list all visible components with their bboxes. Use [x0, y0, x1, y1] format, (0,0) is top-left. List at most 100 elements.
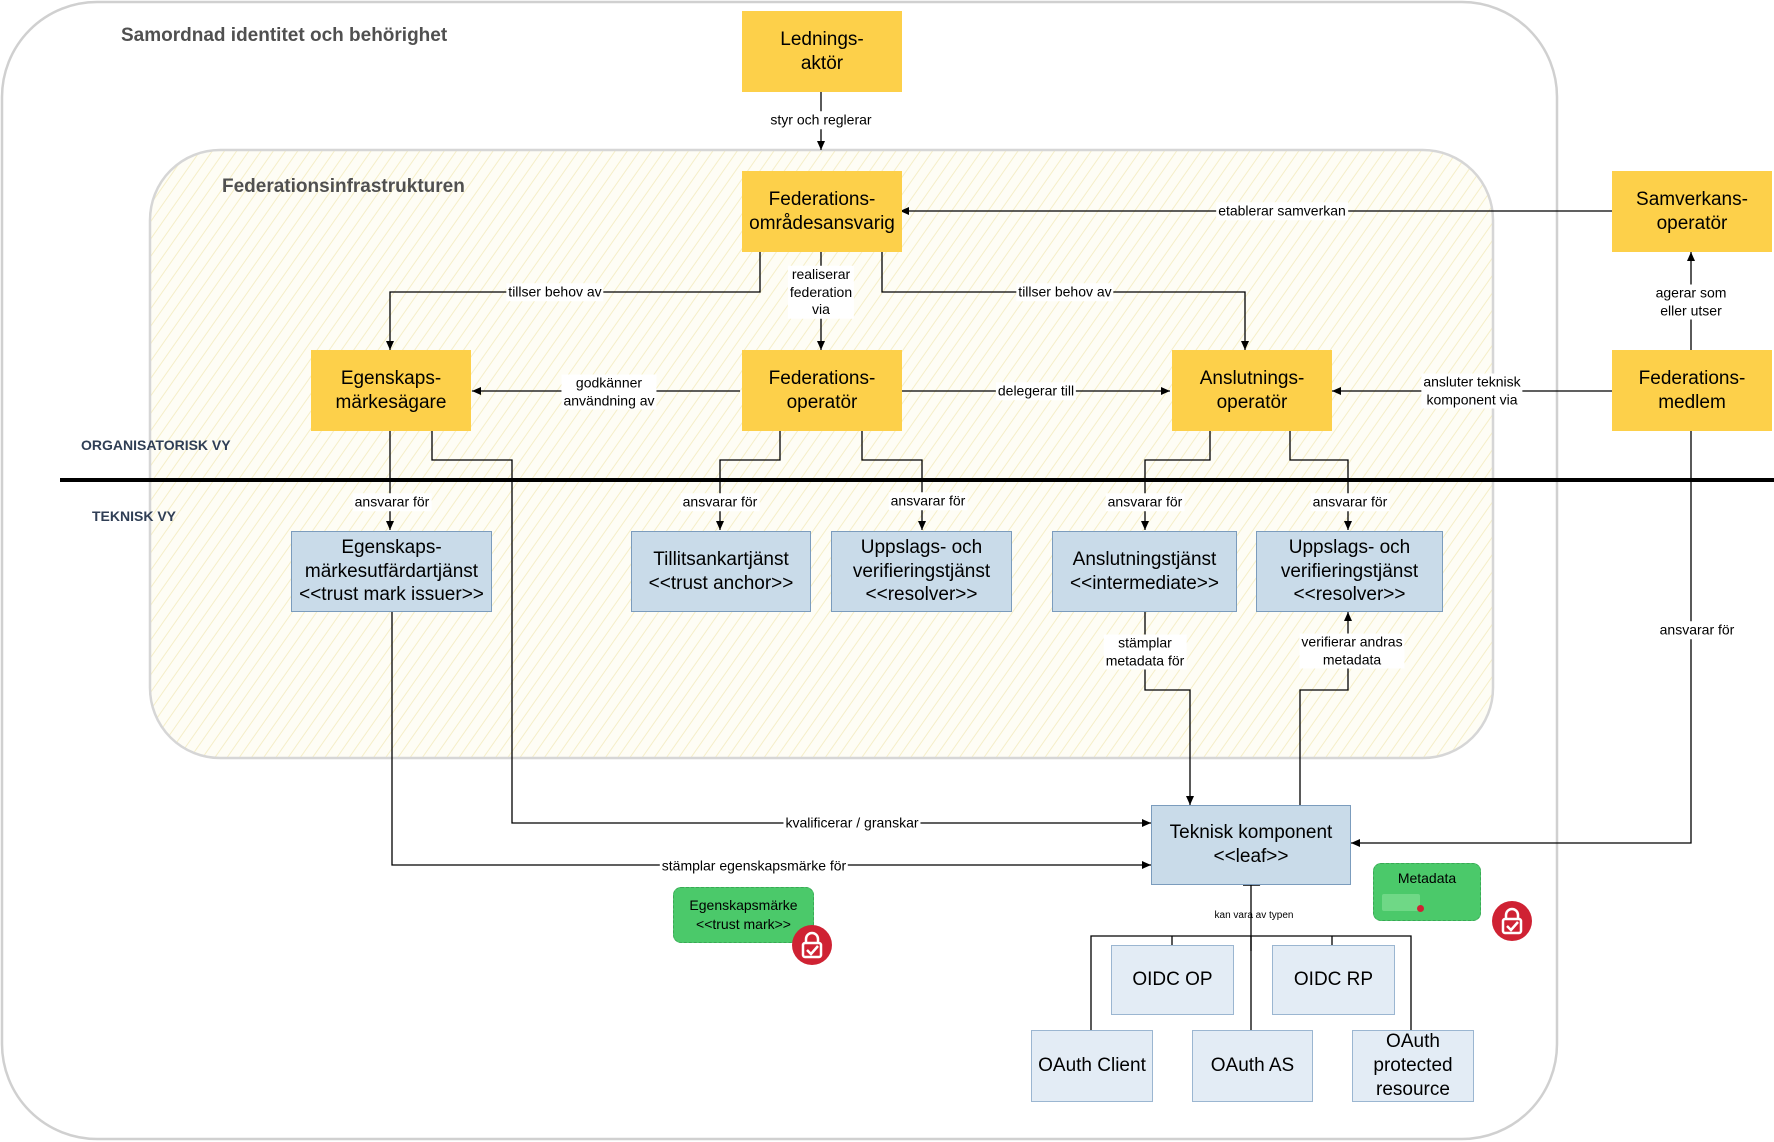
label-line: realiserar	[791, 265, 851, 282]
samverkansoperator-box[interactable]: Samverkans-operatör	[1612, 171, 1772, 252]
label-line: via	[812, 300, 830, 317]
lock-icon-graphic	[1501, 907, 1523, 935]
federationsmedlem-box[interactable]: Federations-medlem	[1612, 350, 1772, 431]
label-line: verifierar andras	[1301, 633, 1403, 650]
note-line: Metadata	[1397, 870, 1457, 886]
trust-anchor-box[interactable]: Tillitsankartjänst<<trust anchor>>	[631, 531, 811, 612]
intermediate-box[interactable]: Anslutningstjänst<<intermediate>>	[1052, 531, 1237, 612]
edge-label-ansvarar-3: ansvarar för	[888, 492, 968, 510]
edge-label-styr: styr och reglerar	[768, 111, 874, 129]
lock-icon-graphic	[801, 931, 823, 959]
edge-label-ansvarar-member: ansvarar för	[1657, 621, 1737, 639]
edge-label-ansvarar-1: ansvarar för	[352, 493, 432, 511]
actor-line: Anslutnings-	[1199, 367, 1305, 389]
label-line: metadata	[1322, 651, 1382, 667]
actor-line: Samverkans-	[1636, 188, 1748, 210]
oauth-client-box[interactable]: OAuth Client	[1031, 1030, 1153, 1102]
label-line: godkänner	[575, 374, 643, 391]
metadata-chip-dot	[1417, 905, 1424, 912]
actor-line: Federations-	[768, 188, 876, 210]
edge-label-delegerar: delegerar till	[995, 382, 1077, 400]
trust-mark-note: Egenskapsmärke<<trust mark>>	[673, 887, 814, 943]
actor-line: aktör	[800, 52, 844, 74]
edge-label-ansvarar-2: ansvarar för	[680, 493, 760, 511]
service-line: märkesutfärdartjänst	[304, 560, 479, 582]
label-line: federation	[789, 283, 853, 300]
type-label: OIDC OP	[1132, 969, 1213, 991]
service-line: <<intermediate>>	[1070, 572, 1219, 594]
label-line: agerar som	[1655, 284, 1727, 301]
label-line: stämplar	[1118, 634, 1172, 651]
edge-label-etablerar: etablerar samverkan	[1216, 202, 1348, 220]
note-line: <<trust mark>>	[696, 915, 791, 932]
leaf-component-box[interactable]: Teknisk komponent<<leaf>>	[1151, 805, 1351, 885]
inner-region-title: Federationsinfrastrukturen	[222, 176, 465, 197]
actor-line: områdesansvarig	[749, 212, 895, 234]
service-line: Egenskaps-	[341, 536, 442, 558]
oidc-rp-box[interactable]: OIDC RP	[1272, 945, 1395, 1015]
service-line: Uppslags- och	[1288, 536, 1411, 558]
ledningsaktor-box[interactable]: Lednings-aktör	[742, 11, 902, 92]
type-label: OAuth Client	[1038, 1055, 1146, 1077]
actor-line: Federations-	[1638, 367, 1746, 389]
federationsoperator-box[interactable]: Federations-operatör	[742, 350, 902, 431]
organizational-view-label: ORGANISATORISK VY	[81, 437, 231, 453]
service-line: Anslutningstjänst	[1072, 548, 1217, 570]
edge-label-stamplar-egenskap: stämplar egenskapsmärke för	[659, 857, 849, 875]
type-label: OAuth AS	[1210, 1055, 1295, 1077]
label-line: metadata för	[1105, 652, 1185, 668]
service-line: <<trust anchor>>	[648, 572, 794, 594]
actor-line: Lednings-	[780, 28, 864, 50]
label-line: användning av	[563, 392, 655, 408]
type-label: protected	[1373, 1055, 1453, 1077]
edge-label-ansvarar-5: ansvarar för	[1310, 493, 1390, 511]
actor-line: operatör	[786, 391, 858, 413]
actor-line: operatör	[1656, 212, 1728, 234]
metadata-note: Metadata	[1373, 863, 1481, 921]
oidc-op-box[interactable]: OIDC OP	[1111, 945, 1234, 1015]
label-line: komponent via	[1426, 391, 1518, 407]
actor-line: Federations-	[768, 367, 876, 389]
service-line: Tillitsankartjänst	[653, 548, 789, 570]
edge-label-kan-vara: kan vara av typen	[1214, 909, 1294, 921]
actor-line: märkesägare	[335, 391, 447, 413]
federationsomradesansvarig-box[interactable]: Federations-områdesansvarig	[742, 171, 902, 252]
type-label: OAuth	[1386, 1031, 1440, 1053]
service-line: Teknisk komponent	[1169, 822, 1333, 844]
service-line: <<resolver>>	[1293, 584, 1406, 606]
edge-label-tillser-left: tillser behov av	[506, 283, 604, 301]
service-line: Uppslags- och	[860, 536, 983, 558]
edge-label-kvalificerar: kvalificerar / granskar	[783, 814, 921, 832]
service-line: <<leaf>>	[1213, 846, 1289, 867]
oauth-as-box[interactable]: OAuth AS	[1192, 1030, 1313, 1102]
metadata-chip	[1382, 894, 1420, 911]
type-label: OIDC RP	[1293, 969, 1374, 991]
service-line: verifieringstjänst	[852, 560, 991, 582]
lock-badge-icon	[1492, 901, 1532, 941]
actor-line: medlem	[1658, 391, 1726, 413]
lock-badge-icon	[792, 925, 832, 965]
label-line: eller utser	[1660, 302, 1722, 318]
anslutningsoperator-box[interactable]: Anslutnings-operatör	[1172, 350, 1332, 431]
actor-line: operatör	[1216, 391, 1288, 413]
trust-mark-issuer-box[interactable]: Egenskaps-märkesutfärdartjänst<<trust ma…	[291, 531, 492, 612]
label-line: ansluter teknisk	[1423, 373, 1521, 390]
actor-line: Egenskaps-	[340, 367, 442, 389]
outer-region-title: Samordnad identitet och behörighet	[121, 25, 448, 46]
service-line: <<trust mark issuer>>	[299, 584, 484, 606]
outer-region	[0, 0, 1559, 1141]
egenskapsmarkesagare-box[interactable]: Egenskaps-märkesägare	[311, 350, 471, 431]
type-label: resource	[1376, 1078, 1450, 1100]
service-line: <<resolver>>	[865, 584, 978, 606]
technical-view-label: TEKNISK VY	[92, 508, 177, 524]
